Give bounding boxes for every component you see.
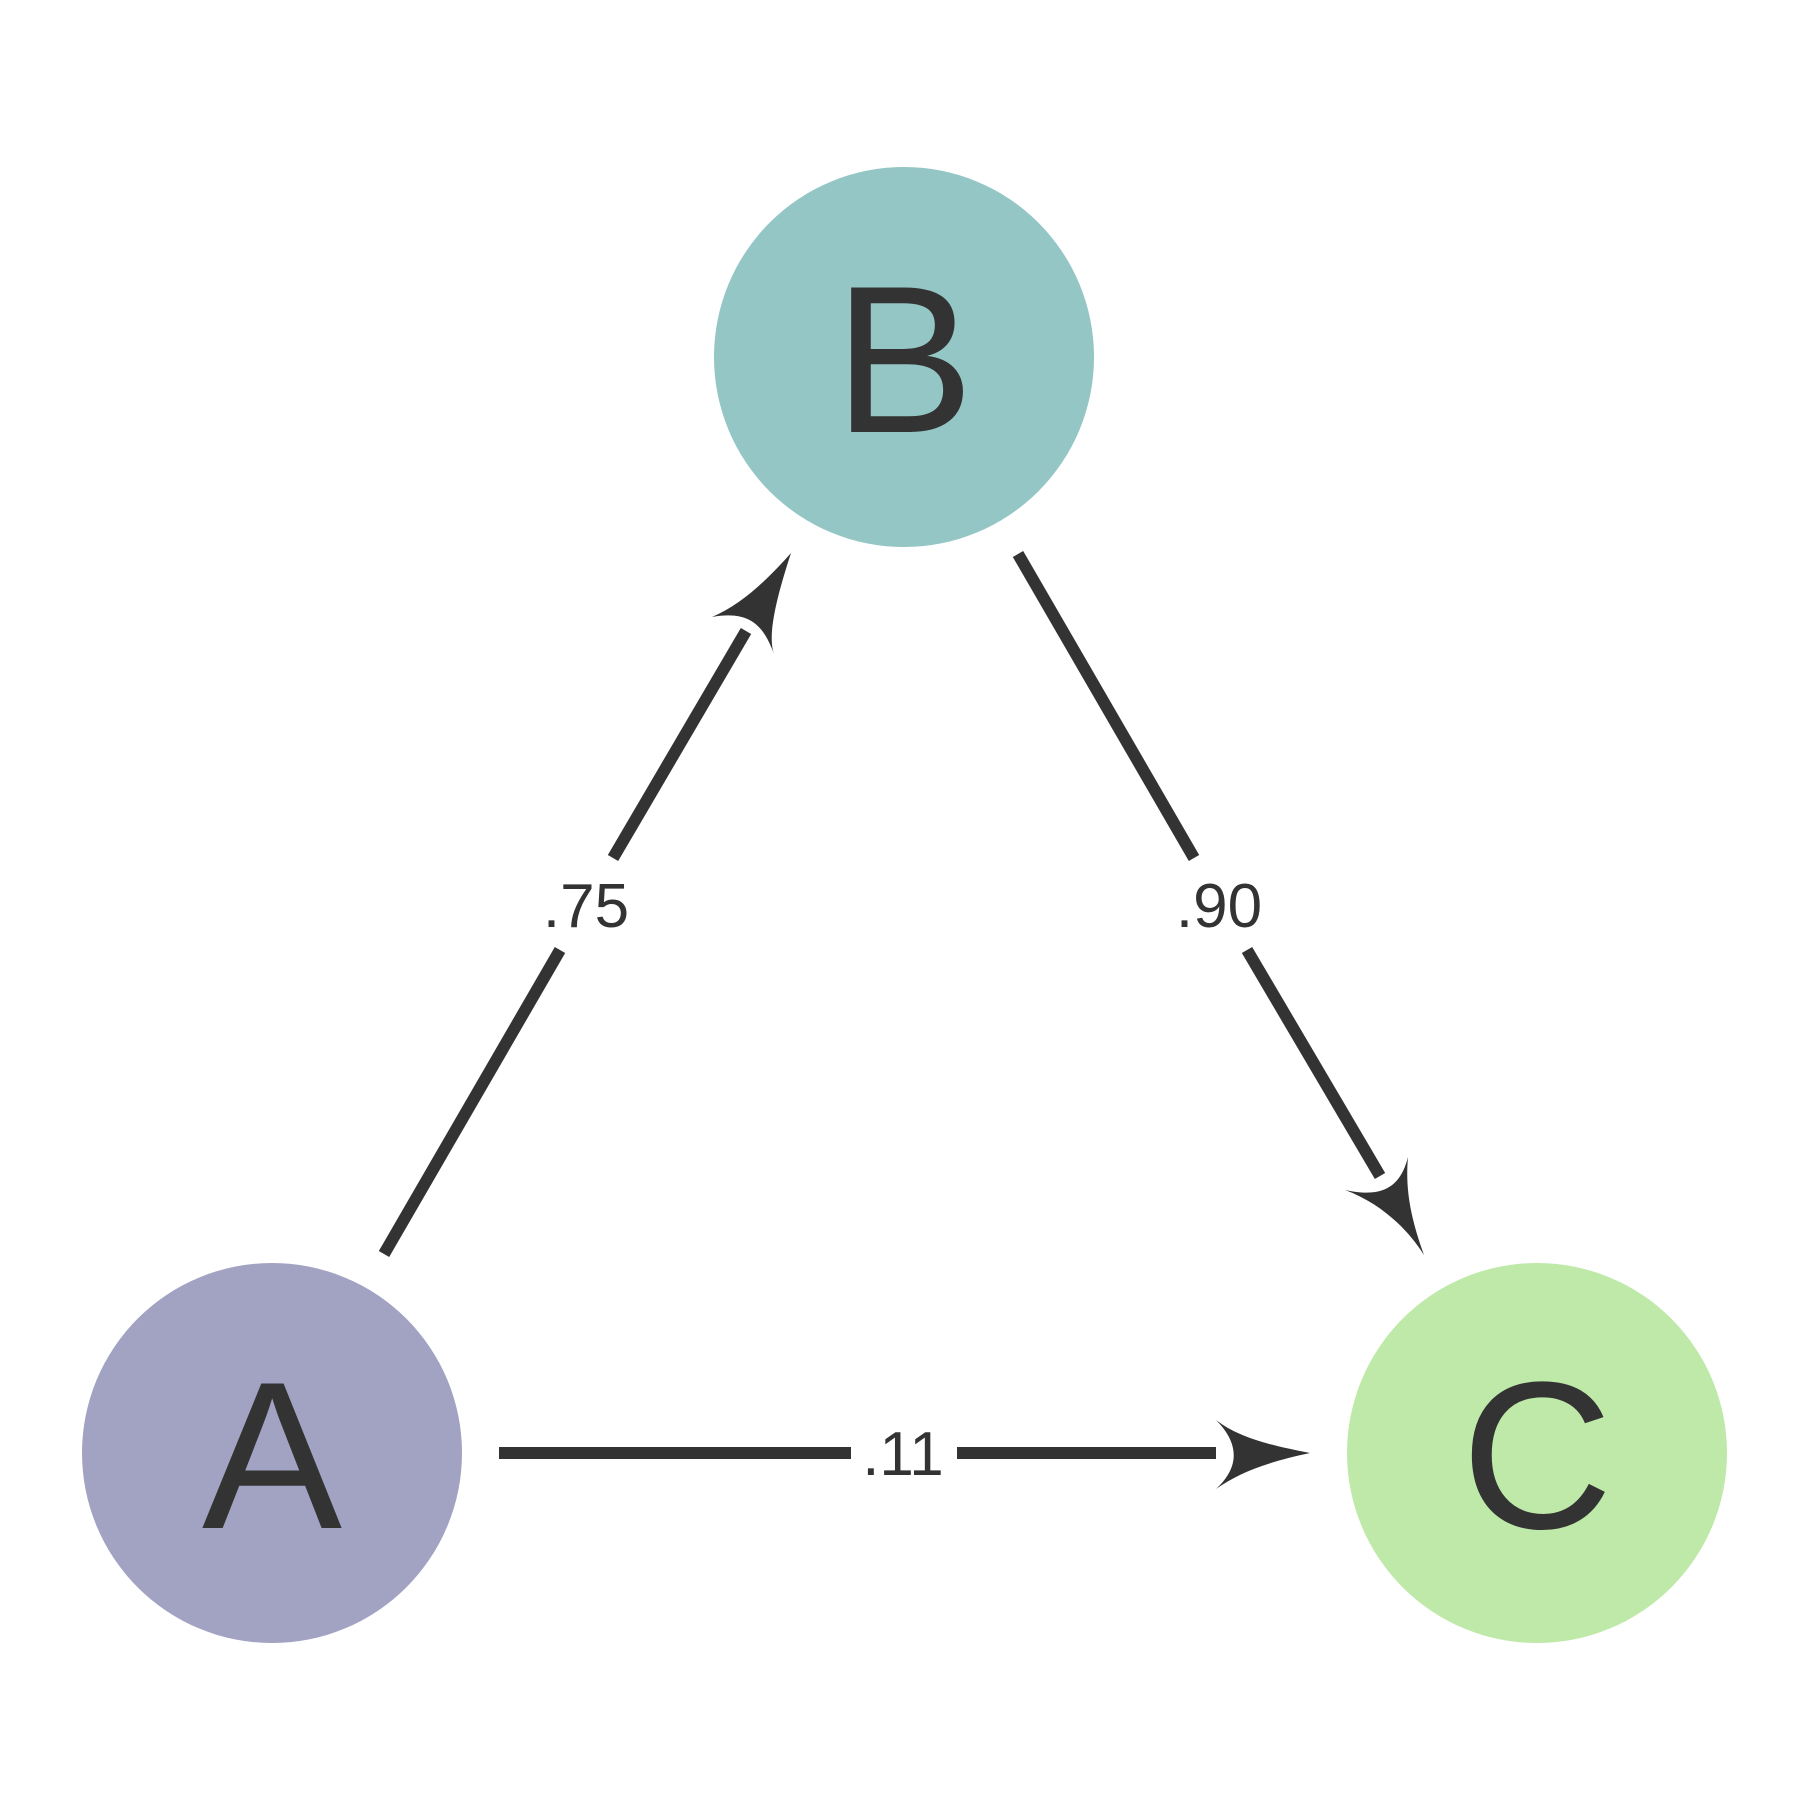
edge-b-to-c-line-lower bbox=[1241, 946, 1386, 1180]
edge-b-to-c-label: .90 bbox=[1176, 872, 1262, 941]
edge-a-to-c-arrowhead bbox=[1216, 1420, 1310, 1489]
edge-b-to-c-line-upper bbox=[1012, 550, 1200, 862]
node-a: A bbox=[82, 1263, 462, 1643]
edge-a-to-b-label: .75 bbox=[543, 872, 629, 941]
edge-a-to-b-line-lower bbox=[378, 946, 566, 1258]
node-a-circle bbox=[82, 1263, 462, 1643]
node-b: B bbox=[714, 167, 1094, 547]
edge-b-to-c: .90 bbox=[1012, 550, 1424, 1255]
node-a-label: A bbox=[202, 1338, 342, 1573]
node-c-circle bbox=[1347, 1263, 1727, 1643]
edge-a-to-c: .11 bbox=[499, 1420, 1310, 1489]
node-c-label: C bbox=[1461, 1338, 1613, 1573]
edge-a-to-c-label: .11 bbox=[862, 1420, 944, 1489]
node-c: C bbox=[1347, 1263, 1727, 1643]
edge-a-to-b-line-upper bbox=[607, 627, 752, 862]
node-b-circle bbox=[714, 167, 1094, 547]
edge-b-to-c-arrowhead bbox=[1345, 1157, 1424, 1255]
edge-a-to-b: .75 bbox=[378, 553, 791, 1258]
node-b-label: B bbox=[834, 242, 974, 477]
edge-a-to-b-arrowhead bbox=[712, 553, 791, 654]
